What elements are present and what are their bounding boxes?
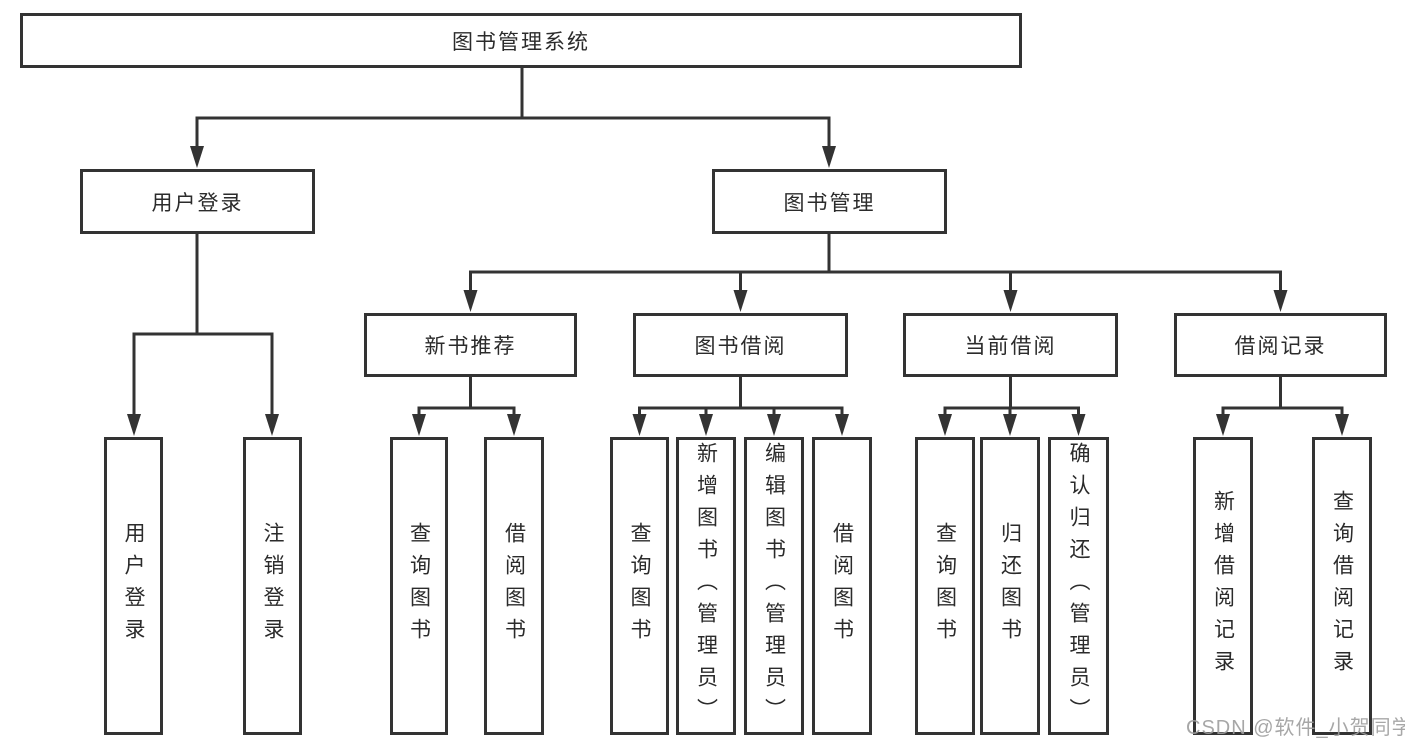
leaf-current-return-books-label: 归还图书 <box>998 522 1022 650</box>
leaf-records-add-record-label: 新增借阅记录 <box>1211 490 1235 682</box>
leaf-borrowing-query-books: 查询图书 <box>610 437 669 735</box>
node-new-book-recommendation-label: 新书推荐 <box>424 335 517 358</box>
csdn-watermark: CSDN @软件_小贺同学 <box>1186 717 1405 739</box>
node-book-management: 图书管理 <box>712 169 947 234</box>
node-new-book-recommendation: 新书推荐 <box>364 313 577 377</box>
node-current-borrowing-label: 当前借阅 <box>964 335 1057 358</box>
leaf-current-confirm-return-admin-label: 确认归还（管理员） <box>1067 442 1090 730</box>
leaf-recommend-borrow-books-label: 借阅图书 <box>502 522 526 650</box>
node-borrowing-records: 借阅记录 <box>1174 313 1387 377</box>
node-user-login-label: 用户登录 <box>151 191 244 215</box>
leaf-records-query-record-label: 查询借阅记录 <box>1330 490 1354 682</box>
leaf-recommend-query-books-label: 查询图书 <box>407 522 431 650</box>
leaf-borrowing-borrow-books-label: 借阅图书 <box>830 522 854 650</box>
leaf-records-query-record: 查询借阅记录 <box>1312 437 1372 735</box>
leaf-recommend-query-books: 查询图书 <box>390 437 448 735</box>
leaf-current-query-books-label: 查询图书 <box>933 522 957 650</box>
leaf-borrowing-add-books-admin-label: 新增图书（管理员） <box>694 442 718 730</box>
leaf-current-confirm-return-admin: 确认归还（管理员） <box>1048 437 1109 735</box>
leaf-logout-label: 注销登录 <box>261 522 284 650</box>
node-root: 图书管理系统 <box>20 13 1022 68</box>
node-book-borrowing-label: 图书借阅 <box>694 335 787 358</box>
node-book-management-label: 图书管理 <box>783 191 876 215</box>
leaf-logout: 注销登录 <box>243 437 302 735</box>
leaf-borrowing-edit-books-admin: 编辑图书（管理员） <box>744 437 804 735</box>
node-user-login: 用户登录 <box>80 169 315 234</box>
node-book-borrowing: 图书借阅 <box>633 313 848 377</box>
node-borrowing-records-label: 借阅记录 <box>1234 335 1327 358</box>
leaf-user-login-label: 用户登录 <box>122 522 145 650</box>
leaf-user-login: 用户登录 <box>104 437 163 735</box>
leaf-borrowing-query-books-label: 查询图书 <box>628 522 651 650</box>
arrowheads <box>127 146 1349 436</box>
leaf-records-add-record: 新增借阅记录 <box>1193 437 1253 735</box>
leaf-current-return-books: 归还图书 <box>980 437 1040 735</box>
leaf-current-query-books: 查询图书 <box>915 437 975 735</box>
node-root-label: 图书管理系统 <box>452 30 590 54</box>
node-current-borrowing: 当前借阅 <box>903 313 1118 377</box>
leaf-borrowing-add-books-admin: 新增图书（管理员） <box>676 437 736 735</box>
leaf-borrowing-borrow-books: 借阅图书 <box>812 437 872 735</box>
leaf-borrowing-edit-books-admin-label: 编辑图书（管理员） <box>762 442 786 730</box>
leaf-recommend-borrow-books: 借阅图书 <box>484 437 544 735</box>
